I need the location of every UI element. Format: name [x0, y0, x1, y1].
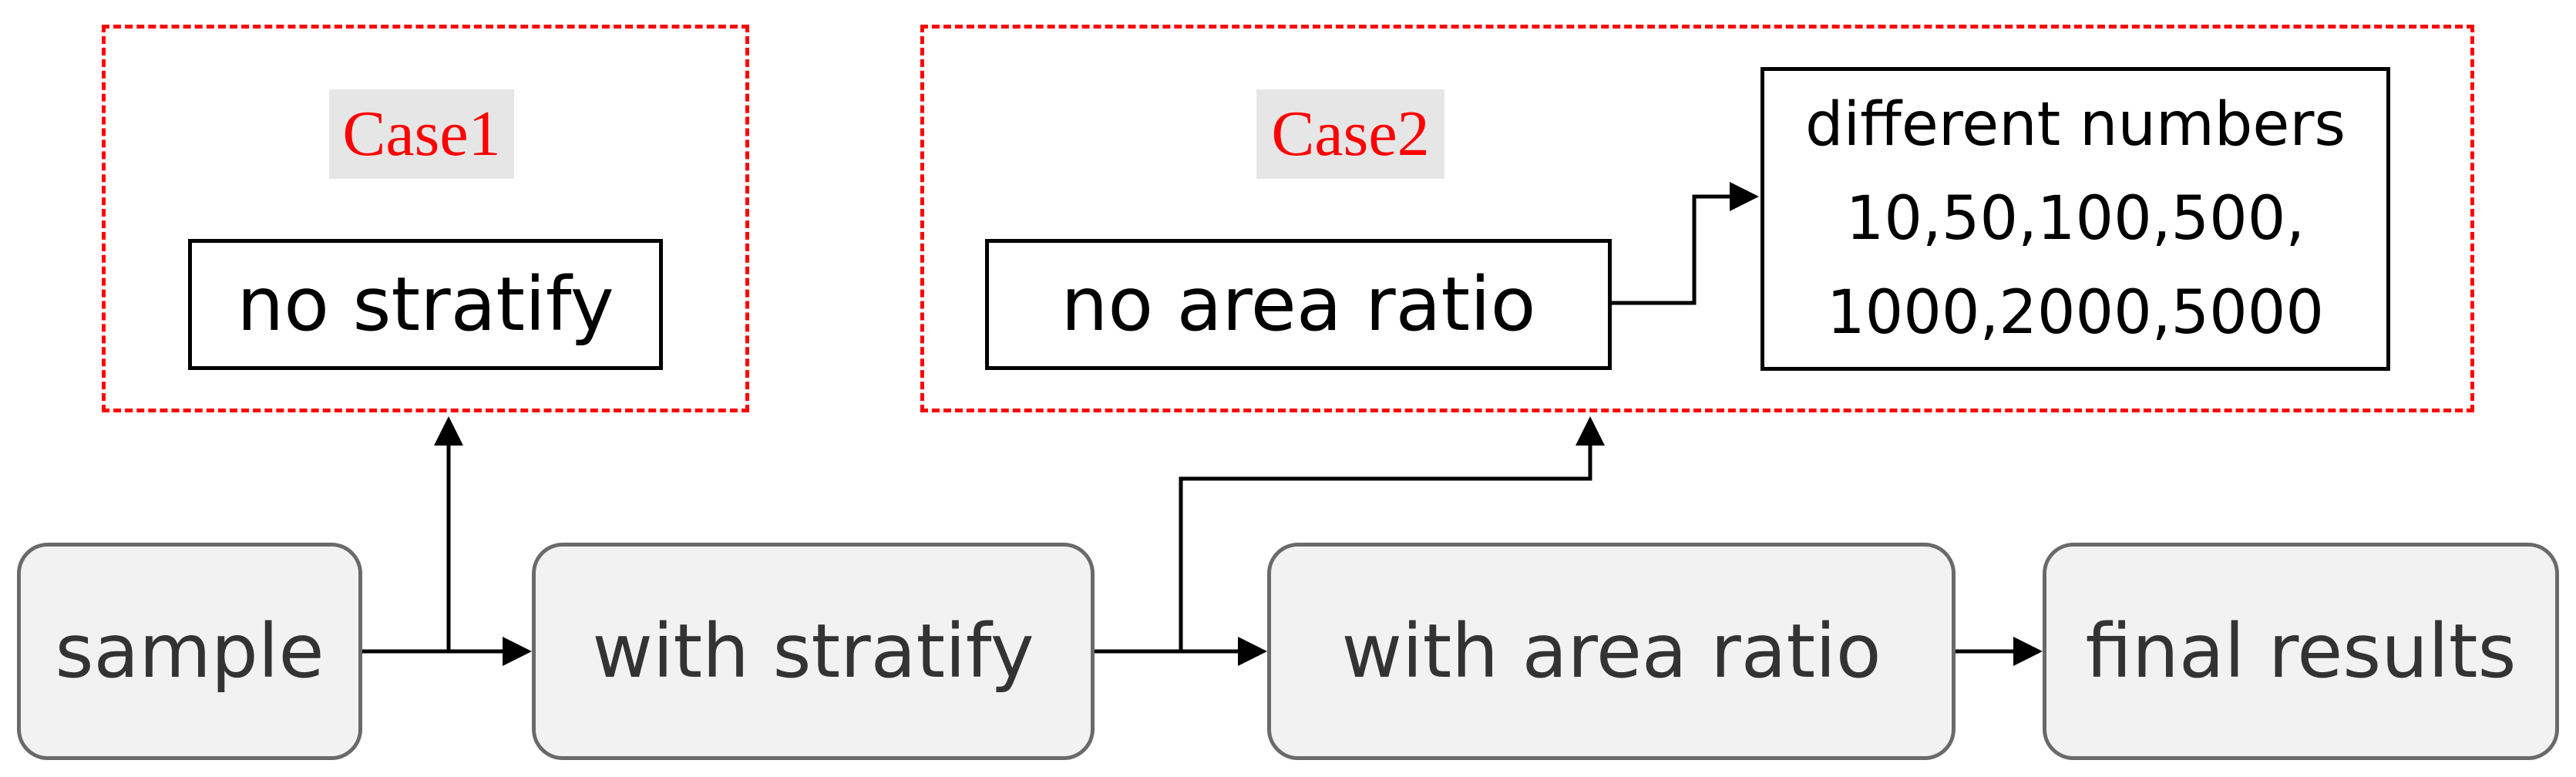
sample-label: sample [55, 608, 325, 695]
no-area-ratio-box: no area ratio [985, 239, 1612, 370]
with-area-ratio-label: with area ratio [1341, 608, 1882, 695]
arrowhead-case1 [434, 416, 463, 446]
case2-frame [920, 25, 2474, 412]
no-area-ratio-label: no area ratio [1061, 261, 1536, 348]
sample-box: sample [17, 543, 362, 760]
arrowhead-numbers [1730, 182, 1759, 211]
with-area-ratio-box: with area ratio [1267, 543, 1956, 760]
case2-label: Case2 [1256, 89, 1444, 179]
final-results-box: final results [2043, 543, 2559, 760]
with-stratify-label: with stratify [592, 608, 1034, 695]
no-stratify-label: no stratify [237, 261, 614, 348]
numbers-line-1: 10,50,100,500, [1845, 184, 2305, 254]
numbers-line-2: 1000,2000,5000 [1826, 278, 2325, 348]
final-results-label: final results [2085, 608, 2517, 695]
numbers-heading: different numbers [1804, 90, 2346, 160]
different-numbers-box: different numbers 10,50,100,500, 1000,20… [1760, 67, 2390, 371]
arrowhead-case2 [1576, 416, 1605, 446]
arrowhead-with-area-ratio [1238, 637, 1267, 666]
no-stratify-box: no stratify [188, 239, 663, 370]
case1-label: Case1 [329, 89, 514, 179]
case1-frame [102, 25, 749, 412]
different-numbers-text: different numbers 10,50,100,500, 1000,20… [1805, 78, 2346, 360]
arrow-branch-to-case2 [1179, 441, 1592, 651]
arrowhead-with-stratify [503, 637, 532, 666]
arrowhead-final-results [2013, 637, 2043, 666]
with-stratify-box: with stratify [532, 543, 1095, 760]
arrow-no-area-ratio-to-numbers [1612, 194, 1734, 305]
